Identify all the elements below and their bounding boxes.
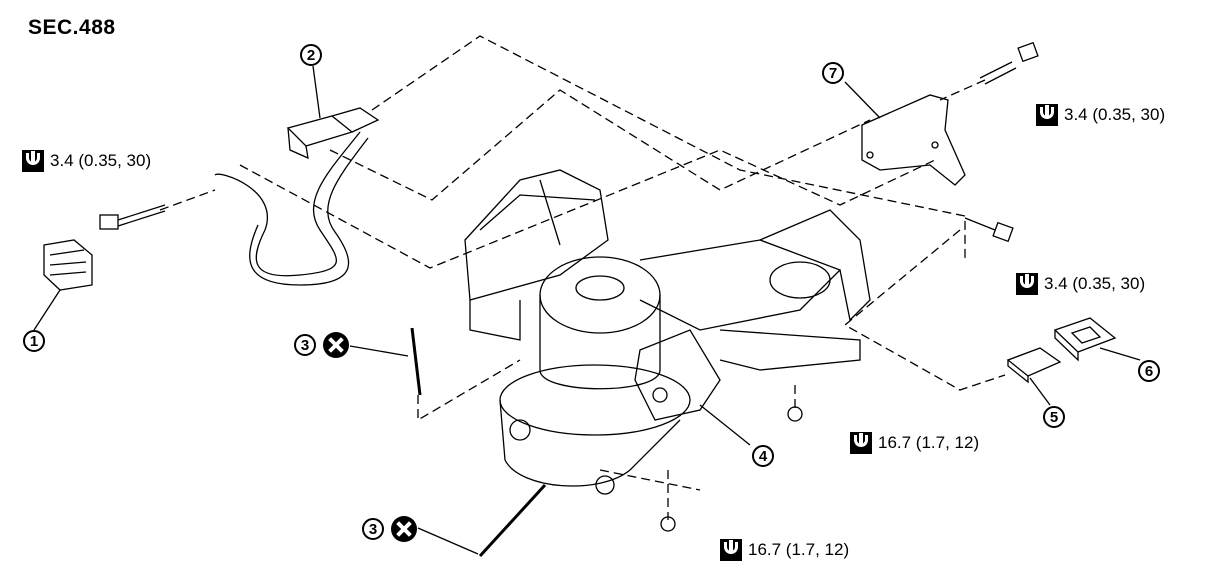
torque-spec-lower-nut: 16.7 (1.7, 12) [720, 539, 849, 561]
bolt-top-right [979, 41, 1039, 85]
part-6-pad [1053, 317, 1117, 362]
part-7-bracket [861, 94, 966, 186]
callout-5: 5 [1043, 406, 1065, 428]
do-not-reuse-icon [391, 516, 417, 542]
callout-4: 4 [752, 445, 774, 467]
callout-leaders [33, 65, 1141, 555]
bolt-left [99, 204, 166, 230]
torque-wrench-icon [1016, 273, 1038, 295]
do-not-reuse-icon [323, 332, 349, 358]
callout-2: 2 [300, 44, 322, 66]
torque-wrench-icon [720, 539, 742, 561]
callout-3-upper: 3 [294, 334, 316, 356]
torque-spec-mid-right-bolt: 3.4 (0.35, 30) [1016, 273, 1145, 295]
torque-spec-left-bolt: 3.4 (0.35, 30) [22, 150, 151, 172]
part-5-pad [1006, 347, 1062, 384]
assembly-lines [159, 35, 1006, 520]
torque-wrench-icon [22, 150, 44, 172]
part-3-cable-tie-lower [478, 483, 547, 558]
callout-3-lower: 3 [362, 518, 384, 540]
torque-spec-top-right-bolt: 3.4 (0.35, 30) [1036, 104, 1165, 126]
callout-6: 6 [1138, 360, 1160, 382]
torque-spec-upper-nut: 16.7 (1.7, 12) [850, 432, 979, 454]
pump-assembly [464, 169, 871, 495]
part-3-cable-tie-upper [410, 327, 422, 396]
part-1-clip [43, 239, 93, 291]
torque-wrench-icon [1036, 104, 1058, 126]
callout-1: 1 [23, 330, 45, 352]
part-2-harness [214, 107, 380, 286]
section-label: SEC.488 [28, 16, 116, 39]
callout-7: 7 [822, 62, 844, 84]
torque-wrench-icon [850, 432, 872, 454]
nut-upper [787, 406, 803, 422]
nut-lower [660, 516, 676, 532]
bolt-mid-right [964, 217, 1014, 243]
